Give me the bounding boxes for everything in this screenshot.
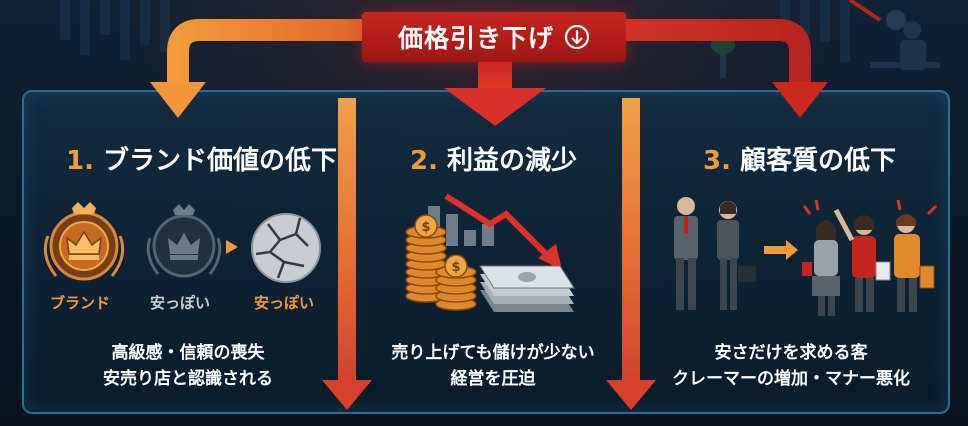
banner-title: 価格引き下げ [397,24,554,53]
arrow-down-circle-icon [564,24,590,50]
brand-label: ブランド [50,294,111,312]
cheap-label-1: 安っぽい [150,294,211,312]
section-3-desc-line-2: クレーマーの増加・マナー悪化 [672,369,910,389]
section-2-heading: 利益の減少 [447,146,578,176]
section-1-number: 1. [66,146,94,176]
section-1-desc-line-2: 安売り店と認識される [103,369,273,389]
section-3-title: 3. 顧客質の低下 [703,140,896,177]
price-reduction-banner: 価格引き下げ [362,12,626,62]
cheap-label-2: 安っぽい [254,294,315,312]
section-2-number: 2. [410,146,438,176]
section-1-title: 1. ブランド価値の低下 [66,140,337,177]
section-3-number: 3. [703,146,731,176]
section-2-desc-line-1: 売り上げても儲けが少ない [391,343,595,363]
section-1-heading: ブランド価値の低下 [103,146,338,176]
section-2-title: 2. 利益の減少 [410,140,577,177]
section-1-desc-line-1: 高級感・信頼の喪失 [111,343,265,363]
section-1-description: 高級感・信頼の喪失 安売り店と認識される [52,340,324,392]
section-2-description: 売り上げても儲けが少ない 経営を圧迫 [364,340,622,392]
section-2-desc-line-2: 経営を圧迫 [450,369,536,389]
section-3-heading: 顧客質の低下 [740,146,897,176]
section-3-description: 安さだけを求める客 クレーマーの増加・マナー悪化 [648,340,934,392]
section-3-desc-line-1: 安さだけを求める客 [714,343,868,363]
